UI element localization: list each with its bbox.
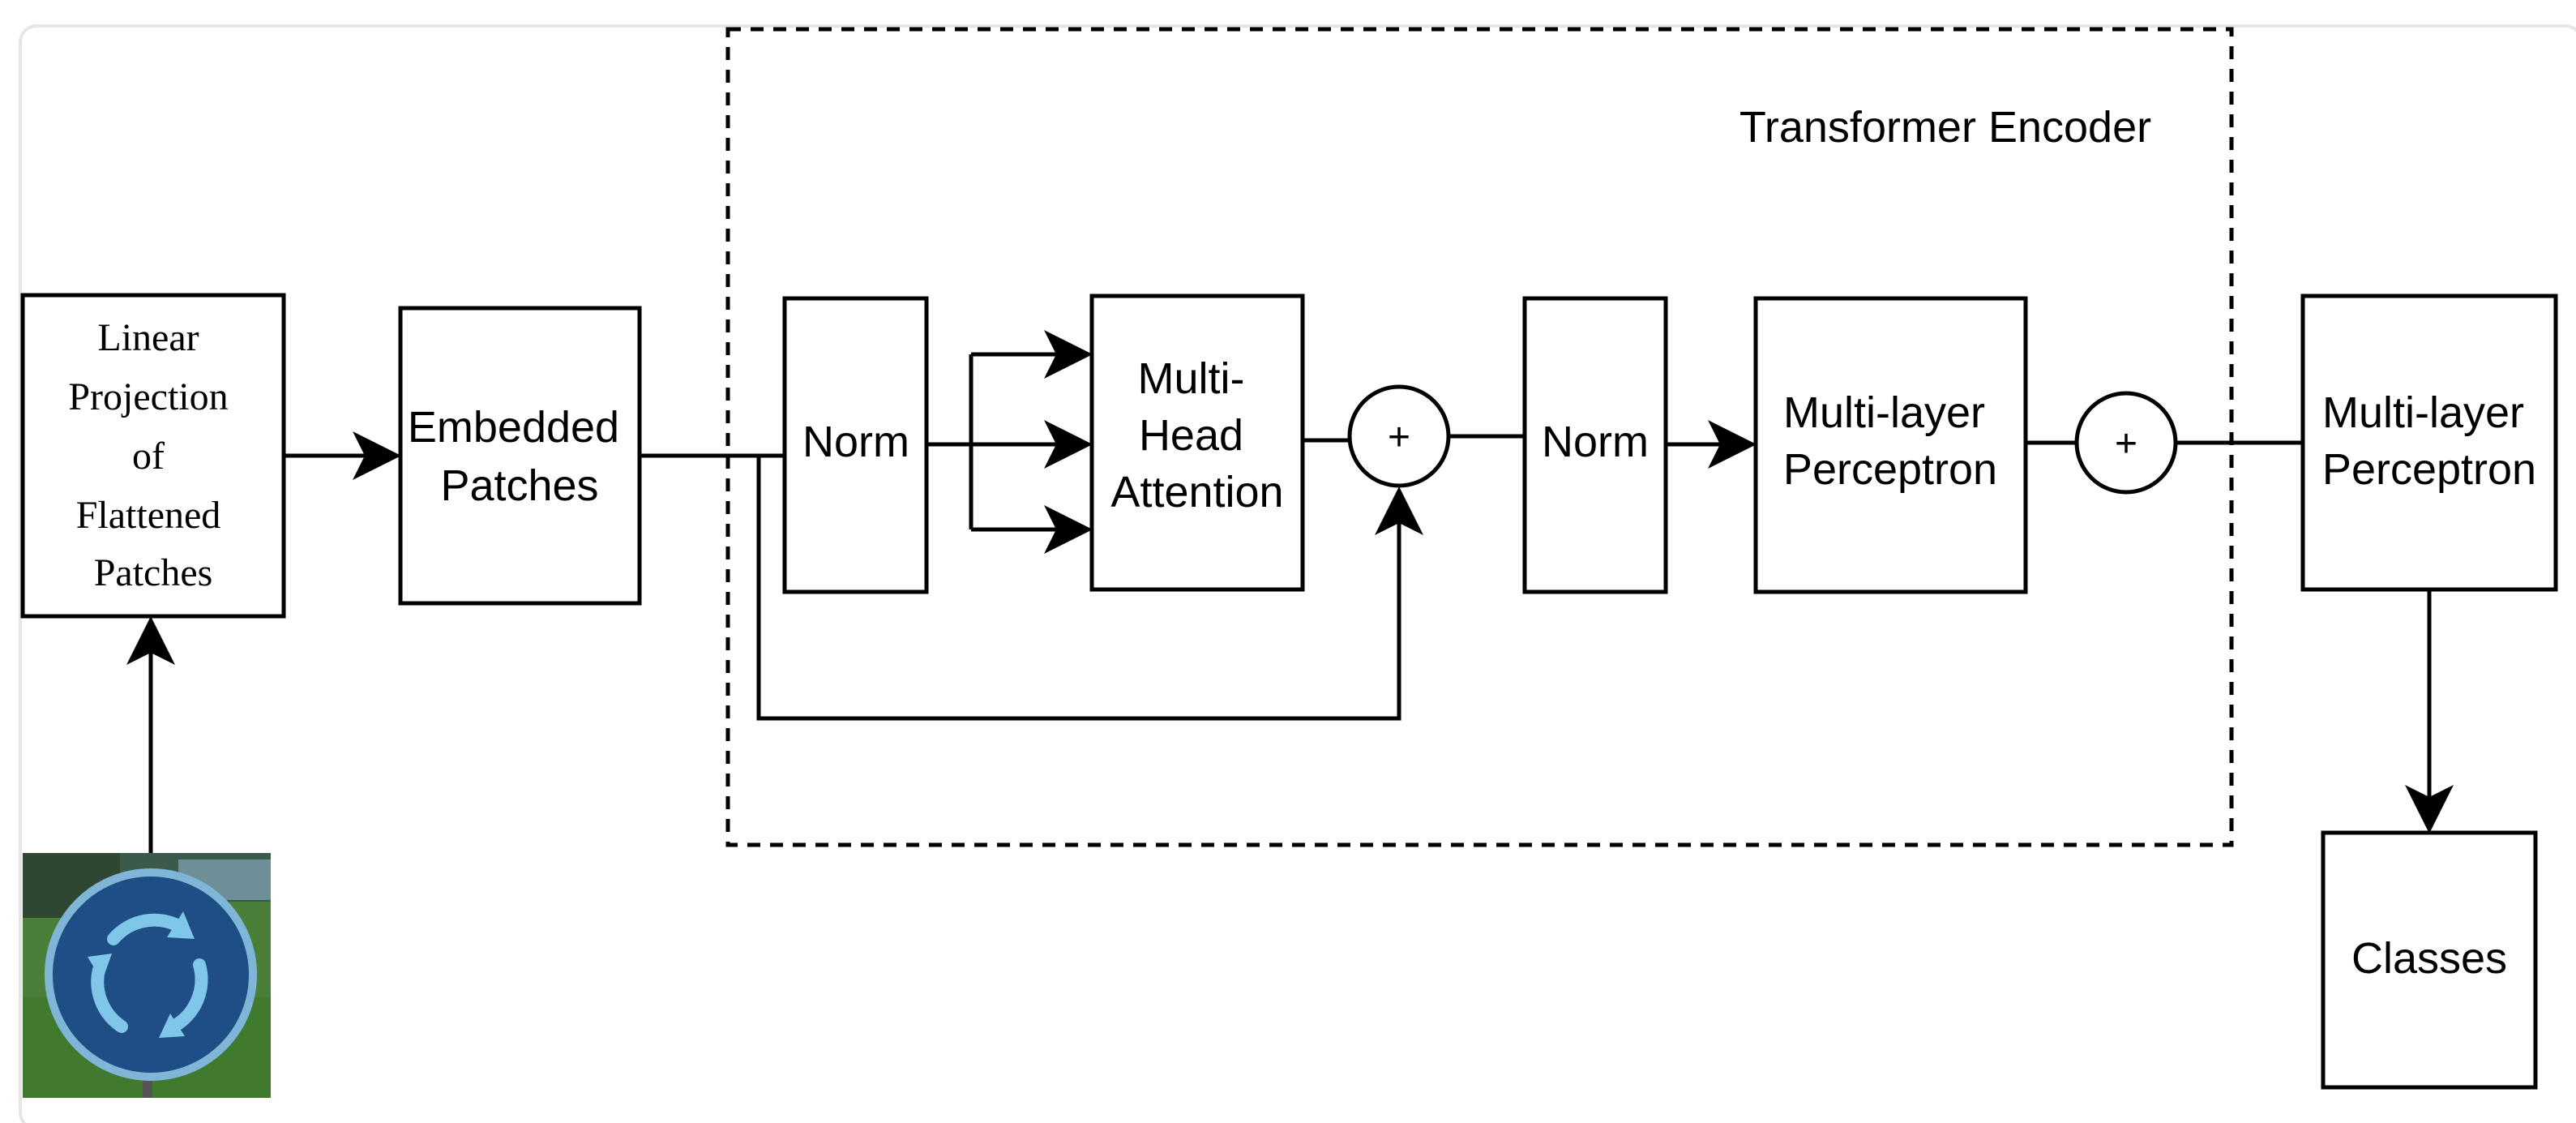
svg-text:Multi- Head Attent: Multi- Head Attention (1110, 354, 1283, 516)
svg-text:Embedded Patches: Embedded Patches (408, 403, 631, 510)
embedded-line-1: Embedded (408, 403, 619, 452)
residual-path-1 (756, 456, 1423, 721)
encoder-mlp-line-2: Perceptron (1783, 445, 1997, 494)
projection-line-2: Projection (68, 375, 228, 418)
add-node-2: + (2074, 391, 2178, 495)
roundabout-sign-photo (23, 853, 271, 1098)
embedded-patches-box: Embedded Patches (398, 306, 642, 606)
head-mlp-line-1: Multi-layer (2322, 388, 2524, 437)
classes-box: Classes (2321, 830, 2538, 1090)
mha-line-3: Attention (1110, 468, 1283, 516)
encoder-title: Transformer Encoder (1739, 103, 2151, 152)
projection-line-5: Patches (94, 551, 213, 594)
norm-2-label: Norm (1542, 418, 1649, 466)
projection-line-1: Linear (97, 316, 199, 359)
head-mlp-box: Multi-layer Perceptron (2300, 294, 2558, 592)
multi-head-attention-box: Multi- Head Attention (1089, 294, 1305, 592)
figure-frame (19, 24, 2576, 1123)
encoder-boundary (725, 27, 2234, 847)
norm-box-2: Norm (1522, 296, 1668, 594)
linear-projection-box: Linear Projection of Flattened Patches (20, 293, 286, 619)
projection-line-4: Flattened (76, 494, 221, 537)
head-mlp-line-2: Perceptron (2322, 445, 2536, 494)
classes-label: Classes (2351, 934, 2507, 983)
add-1-symbol: + (1388, 416, 1410, 459)
mha-line-2: Head (1139, 411, 1243, 460)
svg-text:Multi-layer Perceptron: Multi-layer Perceptron (1783, 388, 1997, 494)
mha-line-1: Multi- (1137, 354, 1244, 403)
svg-text:Multi-layer Perceptron: Multi-layer Perceptron (2322, 388, 2536, 494)
add-2-symbol: + (2115, 422, 2137, 465)
projection-line-3: of (132, 435, 165, 478)
connectors (126, 330, 2454, 853)
encoder-mlp-box: Multi-layer Perceptron (1753, 296, 2028, 594)
svg-text:Linear Projection: Linear Projection of Flattened Patches (68, 316, 237, 594)
embedded-line-2: Patches (440, 461, 598, 510)
encoder-mlp-line-1: Multi-layer (1783, 388, 1985, 437)
norm-box-1: Norm (782, 296, 929, 594)
add-node-1: + (1347, 384, 1451, 488)
norm-1-label: Norm (802, 418, 909, 466)
